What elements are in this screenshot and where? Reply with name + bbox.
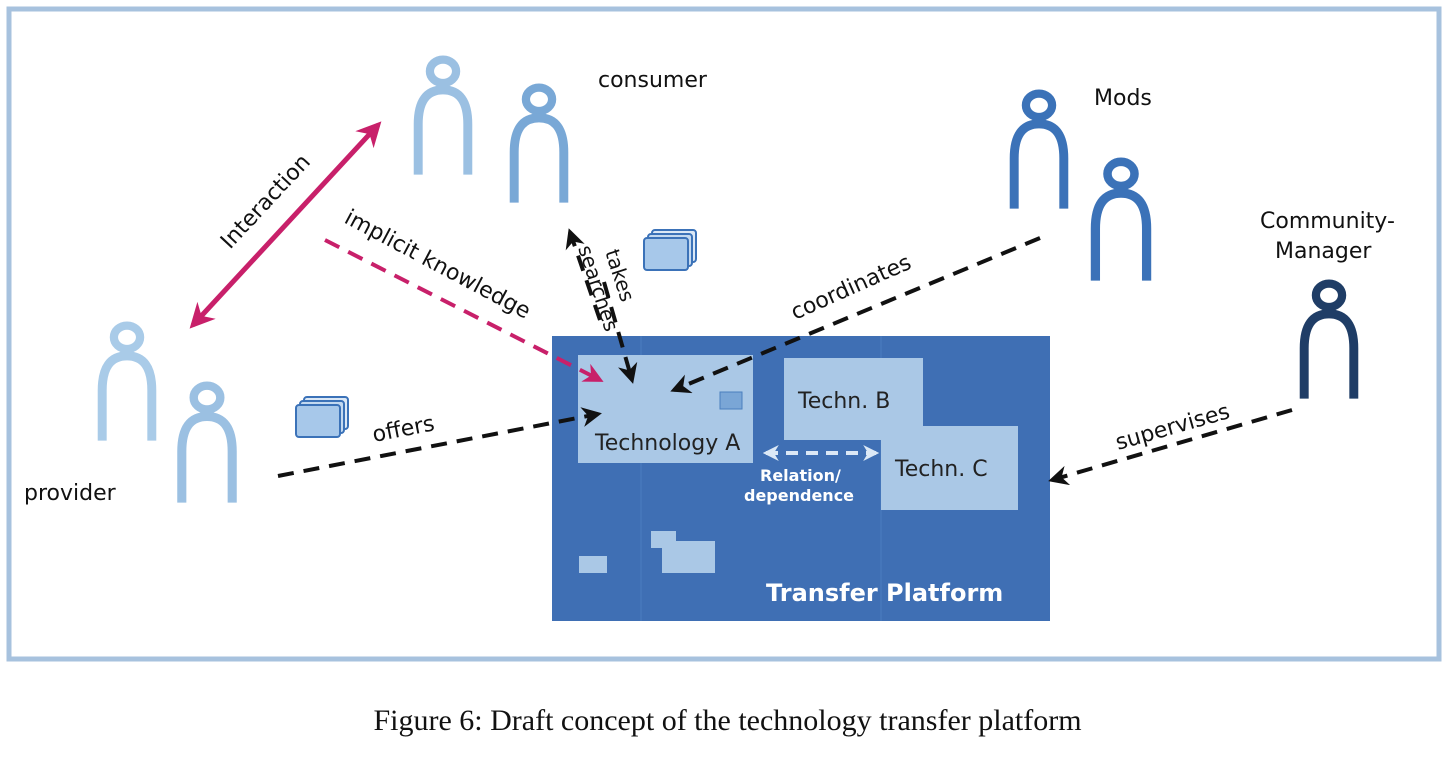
tech-a-small-square	[719, 391, 743, 410]
consumer-label: consumer	[598, 68, 708, 93]
platform-title: Transfer Platform	[766, 579, 1003, 607]
supervises-arrow	[1048, 408, 1293, 486]
relation-label-line1: Relation/	[760, 466, 841, 485]
searches-arrow	[602, 281, 638, 384]
small-block-shape	[651, 531, 715, 573]
small-block	[579, 556, 607, 573]
document-stack-icon	[643, 229, 697, 271]
interaction-arrow	[189, 121, 382, 329]
manager-label-line1: Community-	[1260, 209, 1395, 234]
relation-label-line2: dependence	[744, 486, 854, 505]
diagram-canvas: Technology A Techn. B Techn. C Transfer …	[6, 6, 1442, 662]
tech-b-box	[784, 358, 1018, 510]
tech-a-label: Technology A	[594, 431, 740, 456]
provider-label: provider	[24, 481, 117, 506]
takes-arrow	[565, 228, 602, 321]
tech-b-label: Techn. B	[797, 389, 890, 414]
coordinates-arrow	[670, 236, 1041, 394]
tech-c-label: Techn. C	[894, 457, 988, 482]
manager-label-line2: Manager	[1275, 239, 1372, 264]
document-stack-icon	[295, 396, 349, 438]
offers-arrow	[277, 407, 602, 478]
figure-caption: Figure 6: Draft concept of the technolog…	[373, 704, 1082, 737]
mods-label: Mods	[1094, 86, 1152, 111]
